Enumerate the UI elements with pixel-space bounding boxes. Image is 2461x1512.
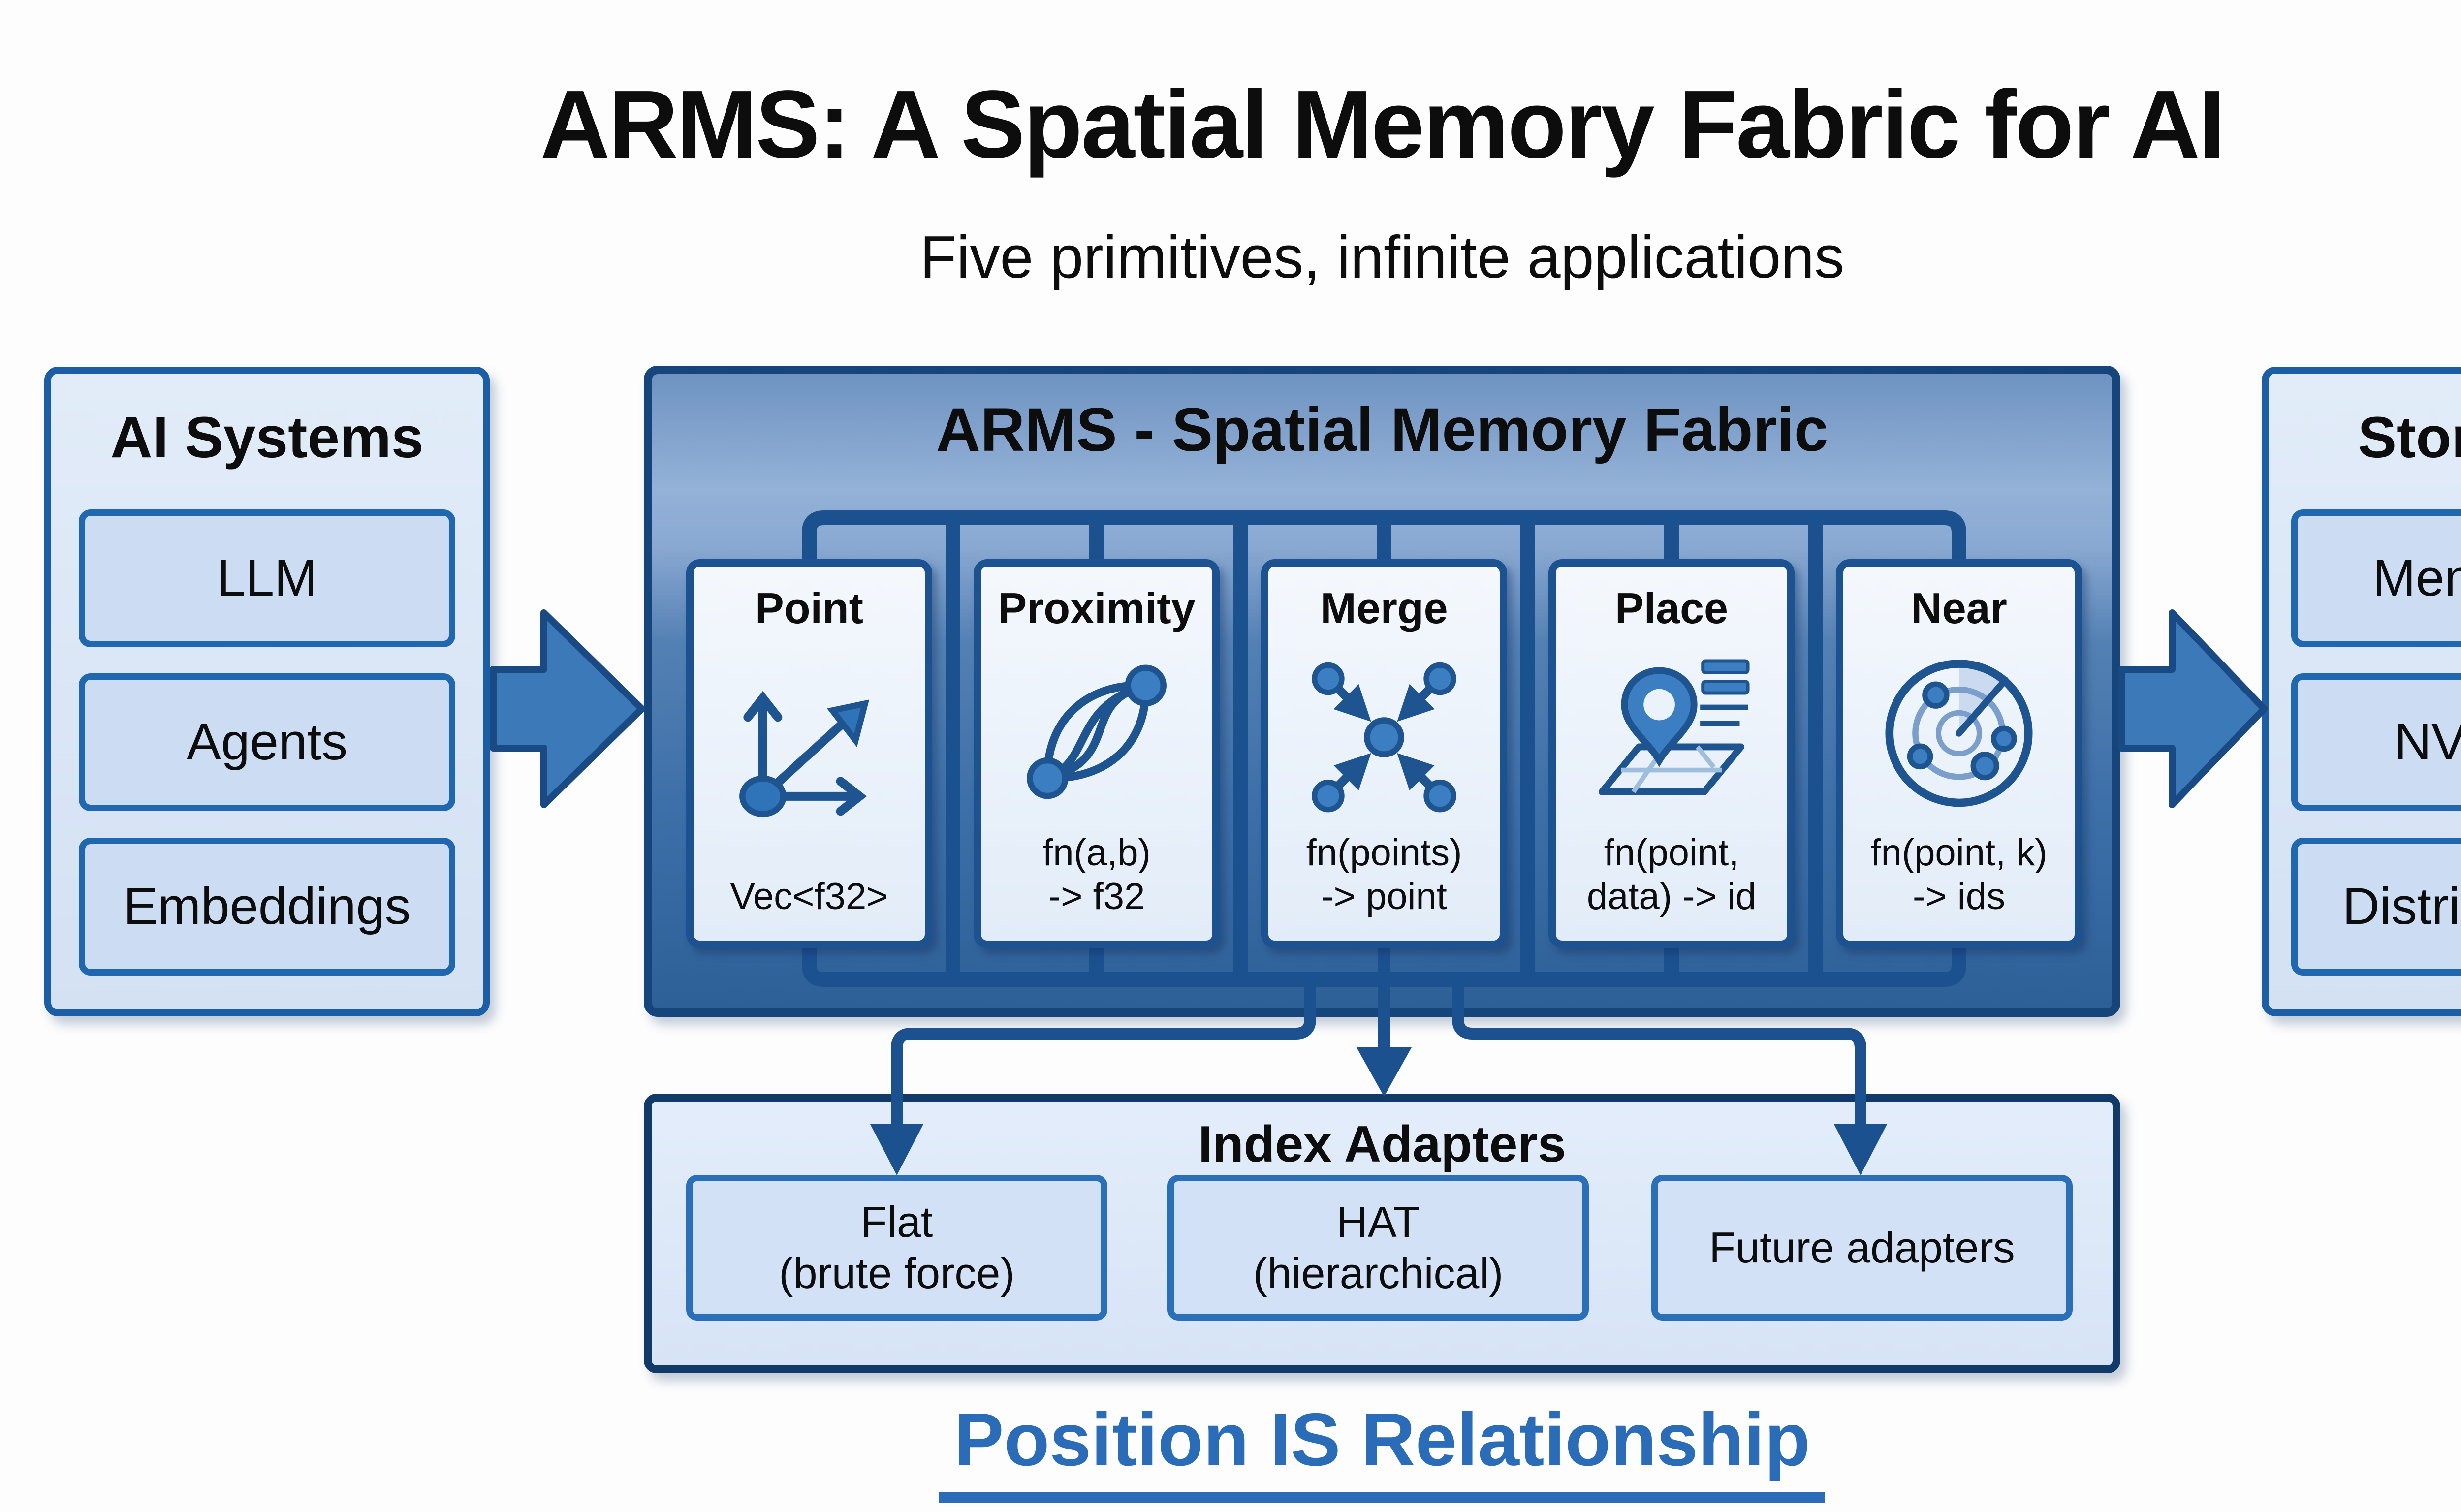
primitive-name: Point: [755, 584, 863, 632]
index-adapter-flat-line1: Flat: [860, 1197, 933, 1247]
ai-item-agents: Agents: [79, 673, 455, 811]
map-pin-icon: [1578, 633, 1765, 831]
index-adapters-title: Index Adapters: [1198, 1116, 1566, 1173]
storage-panel: Storage Memory NVMe Distributed: [2262, 367, 2461, 1016]
index-adapter-future: Future adapters: [1651, 1175, 2073, 1321]
primitive-signature: fn(point, data) -> id: [1586, 831, 1757, 918]
storage-item-nvme: NVMe: [2291, 673, 2461, 811]
primitive-name: Proximity: [998, 584, 1196, 632]
ai-systems-panel: AI Systems LLM Agents Embeddings: [44, 367, 490, 1016]
primitive-card-merge: Merge fn(points) -> p: [1261, 559, 1507, 948]
storage-title: Storage: [2358, 405, 2461, 470]
ai-item-llm: LLM: [79, 509, 455, 647]
fabric-to-index-connectors: [891, 946, 1866, 1130]
index-adapter-hat-line1: HAT: [1336, 1197, 1420, 1247]
primitive-name: Merge: [1320, 584, 1448, 632]
storage-item-memory: Memory: [2291, 509, 2461, 647]
primitive-signature: fn(points) -> point: [1306, 831, 1462, 918]
flow-arrow-right: [2118, 609, 2268, 808]
down-arrowheads: [870, 1047, 1887, 1175]
index-adapter-flat: Flat (brute force): [686, 1175, 1107, 1321]
flow-arrow-left: [490, 609, 645, 808]
primitive-signature: fn(a,b) -> f32: [1042, 831, 1151, 918]
radar-icon: [1865, 633, 2052, 831]
primitive-card-proximity: Proximity fn(a,b) -> f32: [974, 559, 1220, 948]
primitive-signature: fn(point, k) -> ids: [1870, 831, 2048, 918]
footer: Position IS Relationship: [55, 1397, 2461, 1503]
primitive-name: Place: [1615, 584, 1728, 632]
ai-item-embeddings: Embeddings: [79, 838, 455, 976]
footer-slogan: Position IS Relationship: [939, 1397, 1825, 1503]
fabric-title: ARMS - Spatial Memory Fabric: [936, 396, 1829, 464]
primitive-card-near: Near fn(point, k) -> ids: [1836, 559, 2082, 948]
page-title: ARMS: A Spatial Memory Fabric for AI: [540, 70, 2225, 178]
axes-vector-icon: [716, 633, 903, 875]
index-adapter-hat-line2: (hierarchical): [1253, 1249, 1504, 1297]
primitive-name: Near: [1911, 584, 2007, 632]
primitive-card-place: Place fn(point, data) -> id: [1548, 559, 1795, 948]
entangled-links-icon: [1003, 633, 1190, 831]
page-subtitle: Five primitives, infinite applications: [919, 223, 1845, 290]
primitive-signature: Vec<f32>: [730, 876, 888, 918]
ai-systems-title: AI Systems: [110, 405, 424, 470]
primitive-card-point: Point Vec<f32>: [686, 559, 932, 948]
index-adapter-hat: HAT (hierarchical): [1167, 1175, 1589, 1321]
index-adapter-future-line1: Future adapters: [1709, 1223, 2015, 1272]
index-adapter-flat-line2: (brute force): [779, 1249, 1015, 1297]
converging-arrows-icon: [1291, 633, 1478, 831]
storage-item-distributed: Distributed: [2291, 838, 2461, 976]
